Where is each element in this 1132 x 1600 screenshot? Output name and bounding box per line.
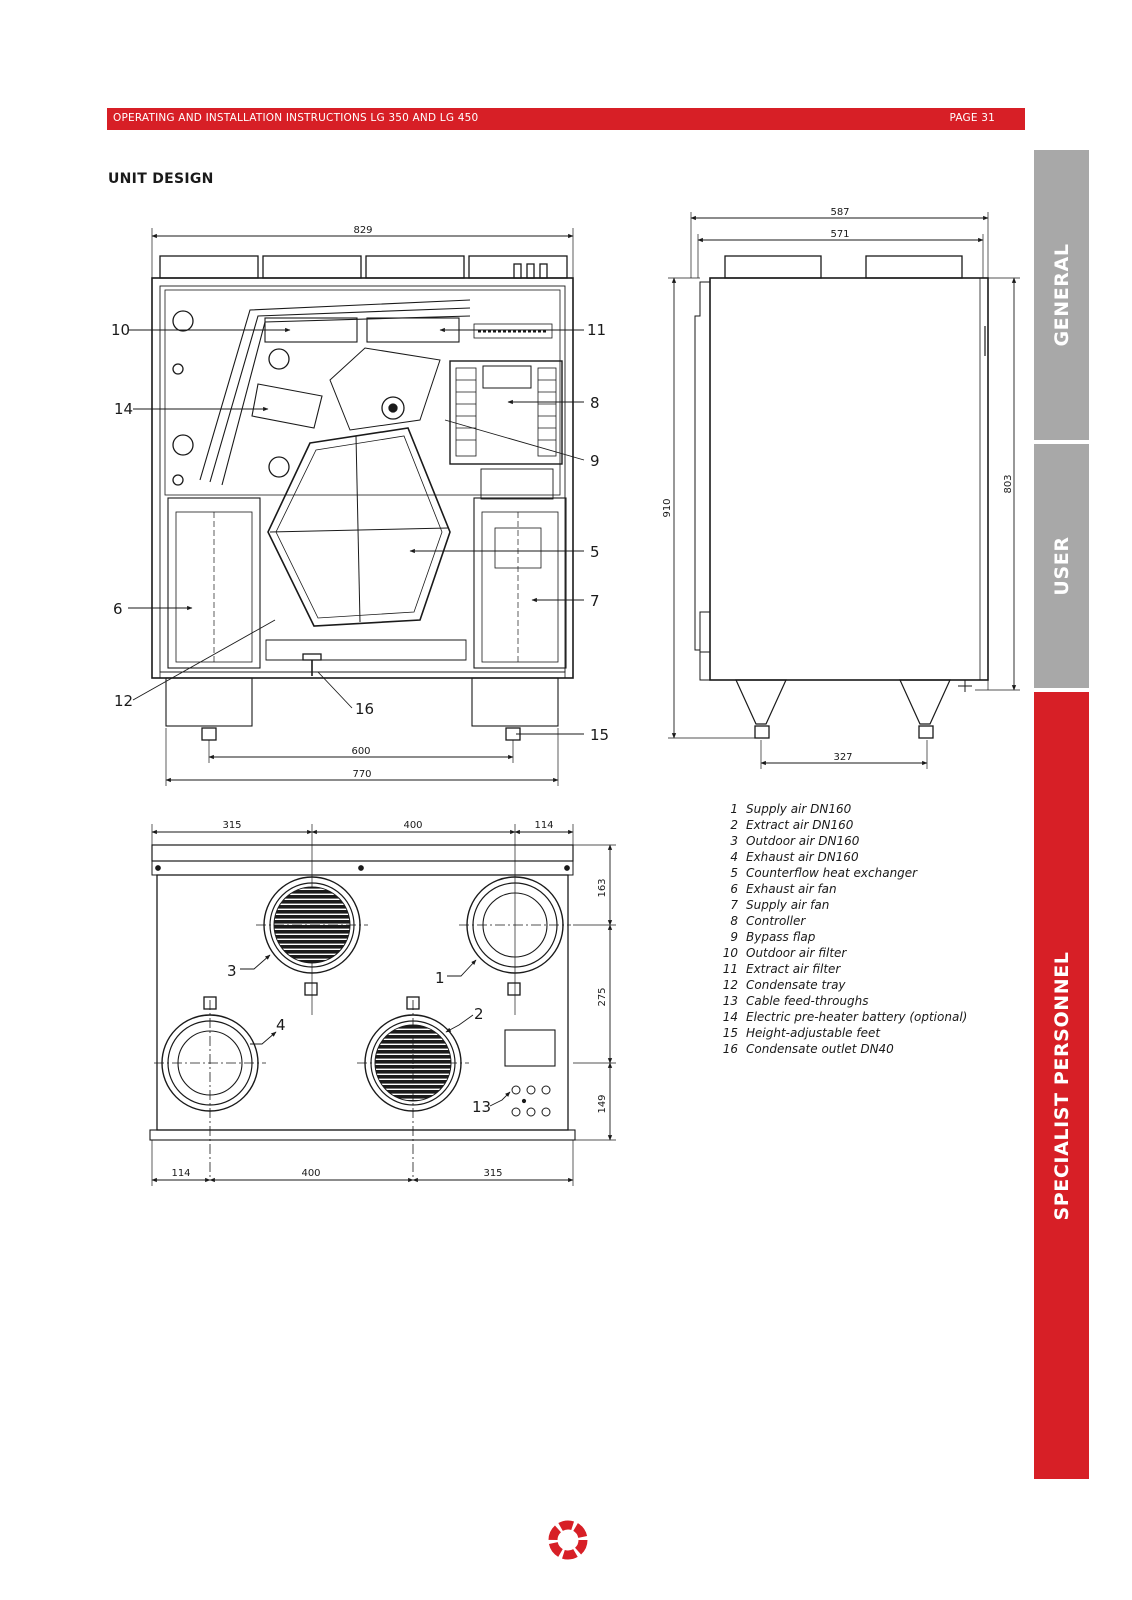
legend-item: 16 Condensate outlet DN40 <box>716 1041 967 1057</box>
callout-5: 5 <box>590 543 600 561</box>
legend-number: 13 <box>722 994 738 1008</box>
dim-149: 149 <box>597 1094 608 1113</box>
dim-114-top: 114 <box>534 820 553 831</box>
legend-item: 3 Outdoor air DN160 <box>716 833 967 849</box>
legend-item: 13 Cable feed-throughs <box>716 993 967 1009</box>
dim-587: 587 <box>830 207 849 218</box>
callout-10: 10 <box>111 321 130 339</box>
legend-number: 6 <box>730 882 738 896</box>
dim-400-top: 400 <box>403 820 422 831</box>
top-view-labels: 315 400 114 114 400 315 163 275 149 3 1 … <box>171 820 608 1179</box>
legend-text: Supply air DN160 <box>746 802 852 816</box>
dim-803: 803 <box>1003 474 1014 493</box>
tab-user[interactable]: USER <box>1034 444 1089 688</box>
dim-400-bottom: 400 <box>301 1168 320 1179</box>
dim-163: 163 <box>597 878 608 897</box>
dim-600: 600 <box>351 746 370 757</box>
section-title: UNIT DESIGN <box>108 171 214 187</box>
callout-3: 3 <box>227 962 237 980</box>
legend-item: 6 Exhaust air fan <box>716 881 967 897</box>
legend-item: 15 Height-adjustable feet <box>716 1025 967 1041</box>
legend-item: 5 Counterflow heat exchanger <box>716 865 967 881</box>
callout-16: 16 <box>355 700 374 718</box>
legend-number: 10 <box>722 946 738 960</box>
legend-number: 12 <box>722 978 738 992</box>
callout-14: 14 <box>114 400 133 418</box>
document-title: OPERATING AND INSTALLATION INSTRUCTIONS … <box>113 112 479 124</box>
legend-text: Extract air DN160 <box>746 818 854 832</box>
callout-12: 12 <box>114 692 133 710</box>
legend-number: 14 <box>722 1010 738 1024</box>
page-number: PAGE 31 <box>949 112 995 124</box>
dim-315-top: 315 <box>222 820 241 831</box>
legend-item: 4 Exhaust air DN160 <box>716 849 967 865</box>
legend-number: 4 <box>730 850 738 864</box>
legend-text: Bypass flap <box>746 930 816 944</box>
tab-general[interactable]: GENERAL <box>1034 150 1089 440</box>
side-view-drawing <box>668 212 1020 769</box>
legend-text: Condensate tray <box>746 978 846 992</box>
legend-number: 2 <box>730 818 738 832</box>
callout-9: 9 <box>590 452 600 470</box>
legend-text: Exhaust air fan <box>746 882 837 896</box>
legend-number: 1 <box>730 802 738 816</box>
legend-number: 16 <box>722 1042 738 1056</box>
legend-item: 9 Bypass flap <box>716 929 967 945</box>
legend-item: 7 Supply air fan <box>716 897 967 913</box>
legend-text: Outdoor air DN160 <box>746 834 860 848</box>
legend-item: 1 Supply air DN160 <box>716 801 967 817</box>
callout-8: 8 <box>590 394 600 412</box>
callout-6: 6 <box>113 600 123 618</box>
dim-571: 571 <box>830 229 849 240</box>
callout-15: 15 <box>590 726 609 744</box>
legend-item: 8 Controller <box>716 913 967 929</box>
top-view-drawing <box>149 824 616 1186</box>
dim-327: 327 <box>833 752 852 763</box>
legend-number: 5 <box>730 866 738 880</box>
legend-item: 2 Extract air DN160 <box>716 817 967 833</box>
legend-number: 15 <box>722 1026 738 1040</box>
callout-11: 11 <box>587 321 606 339</box>
callout-7: 7 <box>590 592 600 610</box>
callout-13: 13 <box>472 1098 491 1116</box>
legend-text: Cable feed-throughs <box>746 994 869 1008</box>
callout-2: 2 <box>474 1005 484 1023</box>
legend-number: 9 <box>730 930 738 944</box>
header-bar: OPERATING AND INSTALLATION INSTRUCTIONS … <box>107 108 1025 130</box>
front-view-drawing <box>128 228 585 786</box>
legend-item: 10 Outdoor air filter <box>716 945 967 961</box>
legend-text: Exhaust air DN160 <box>746 850 859 864</box>
dim-114-bottom: 114 <box>171 1168 190 1179</box>
legend-text: Extract air filter <box>746 962 841 976</box>
legend-number: 11 <box>722 962 738 976</box>
callout-1: 1 <box>435 969 445 987</box>
legend-item: 14 Electric pre-heater battery (optional) <box>716 1009 968 1025</box>
legend-number: 3 <box>730 834 738 848</box>
dim-910: 910 <box>662 498 673 517</box>
brand-logo-icon <box>548 1520 588 1560</box>
legend-number: 7 <box>730 898 738 912</box>
tab-specialist-personnel[interactable]: SPECIALIST PERSONNEL <box>1034 692 1089 1479</box>
legend-text: Electric pre-heater battery (optional) <box>746 1010 968 1024</box>
dim-315-bottom: 315 <box>483 1168 502 1179</box>
legend-number: 8 <box>730 914 738 928</box>
legend-text: Counterflow heat exchanger <box>746 866 918 880</box>
legend-text: Condensate outlet DN40 <box>746 1042 894 1056</box>
dim-829: 829 <box>353 225 372 236</box>
legend-item: 12 Condensate tray <box>716 977 967 993</box>
legend-text: Controller <box>746 914 806 928</box>
legend-text: Supply air fan <box>746 898 830 912</box>
legend-text: Height-adjustable feet <box>746 1026 881 1040</box>
legend-item: 11 Extract air filter <box>716 961 967 977</box>
front-view-labels: 829 600 770 10 11 14 8 9 5 6 7 12 16 15 <box>111 225 609 780</box>
callout-4: 4 <box>276 1016 286 1034</box>
dim-770: 770 <box>352 769 371 780</box>
dim-275: 275 <box>597 987 608 1006</box>
legend-text: Outdoor air filter <box>746 946 847 960</box>
side-view-labels: 587 571 910 803 327 <box>662 207 1014 763</box>
